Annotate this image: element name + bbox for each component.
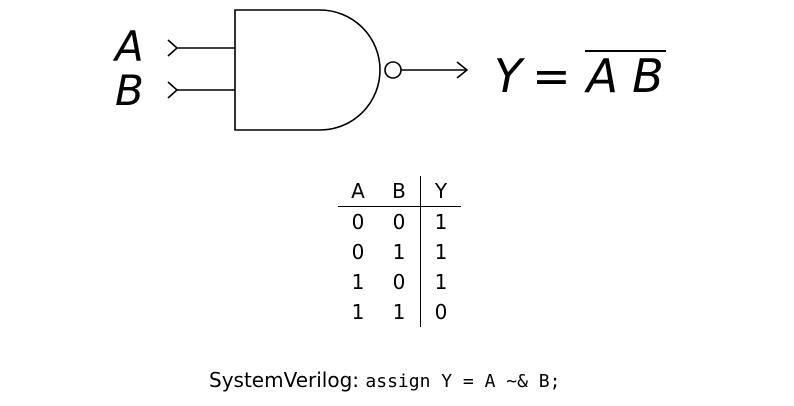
verilog-language-label: SystemVerilog: xyxy=(209,368,360,392)
nand-gate-diagram xyxy=(167,9,469,131)
cell-y: 1 xyxy=(434,240,448,264)
cell-b: 0 xyxy=(378,206,421,237)
verilog-statement: SystemVerilog: assign Y = A ~& B; xyxy=(209,368,560,392)
header-b: B xyxy=(378,176,421,207)
cell-b: 1 xyxy=(378,237,421,267)
nand-gate-body xyxy=(234,9,381,131)
cell-a: 1 xyxy=(351,300,365,324)
input-a-label: A xyxy=(115,22,144,71)
equation-output: Y xyxy=(494,49,523,103)
cell-y: 1 xyxy=(434,270,448,294)
output-arrow xyxy=(456,61,469,79)
input-b-arrow xyxy=(167,81,179,99)
table-row: 0 1 1 xyxy=(338,237,461,267)
cell-a: 0 xyxy=(351,240,365,264)
equation-term-a: A xyxy=(586,49,619,103)
input-a-arrow xyxy=(167,39,179,57)
cell-a: 1 xyxy=(351,270,365,294)
inversion-bubble xyxy=(384,61,402,79)
equation-equals: = xyxy=(532,49,571,103)
cell-a: 0 xyxy=(351,210,365,234)
input-b-label: B xyxy=(115,66,144,115)
truth-table-header: A B Y xyxy=(338,176,461,207)
verilog-code: assign Y = A ~& B; xyxy=(365,371,561,392)
table-row: 0 0 1 xyxy=(338,206,461,237)
cell-y: 0 xyxy=(434,300,448,324)
cell-y: 1 xyxy=(434,210,448,234)
cell-b: 1 xyxy=(378,297,421,327)
equation-term-b: B xyxy=(632,49,664,103)
truth-table: A B Y 0 0 1 0 1 1 1 0 1 1 1 0 xyxy=(338,176,461,327)
table-row: 1 0 1 xyxy=(338,267,461,297)
table-row: 1 1 0 xyxy=(338,297,461,327)
cell-b: 0 xyxy=(378,267,421,297)
header-a: A xyxy=(338,176,378,207)
header-y: Y xyxy=(420,176,461,207)
